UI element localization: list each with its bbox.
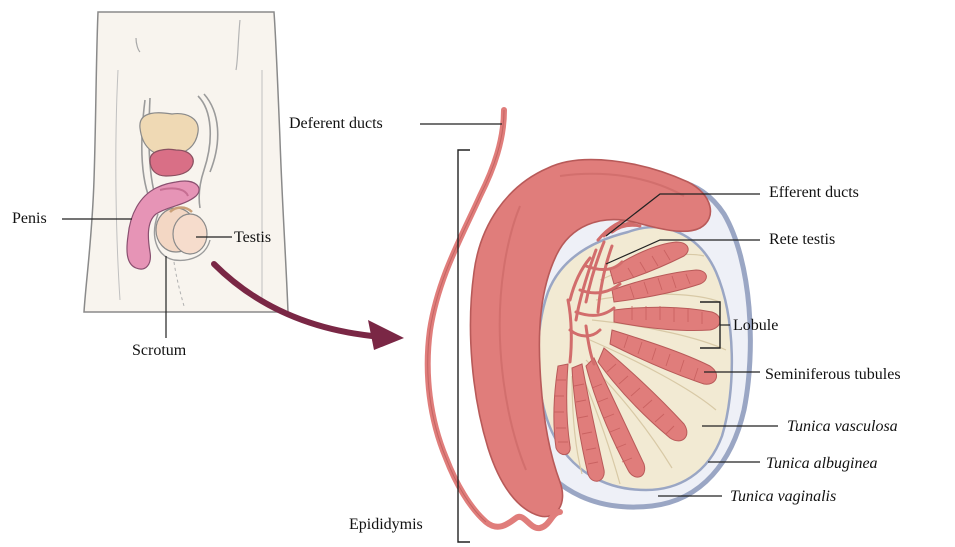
testis-shape-front [173,214,207,254]
label-lobule: Lobule [733,317,778,335]
label-deferent-ducts: Deferent ducts [289,115,383,133]
label-epididymis: Epididymis [349,516,423,534]
label-seminiferous-tubules: Seminiferous tubules [765,366,901,384]
label-tunica-albuginea: Tunica albuginea [766,455,878,473]
testis-cross-section [428,110,751,528]
label-tunica-vaginalis: Tunica vaginalis [730,488,836,506]
label-efferent-ducts: Efferent ducts [769,184,859,202]
body-illustration [84,12,288,312]
label-penis: Penis [12,210,47,228]
label-rete-testis: Rete testis [769,231,835,249]
label-testis: Testis [234,229,271,247]
label-tunica-vasculosa: Tunica vasculosa [787,418,898,436]
prostate-shape [150,149,193,176]
label-scrotum: Scrotum [132,342,186,360]
